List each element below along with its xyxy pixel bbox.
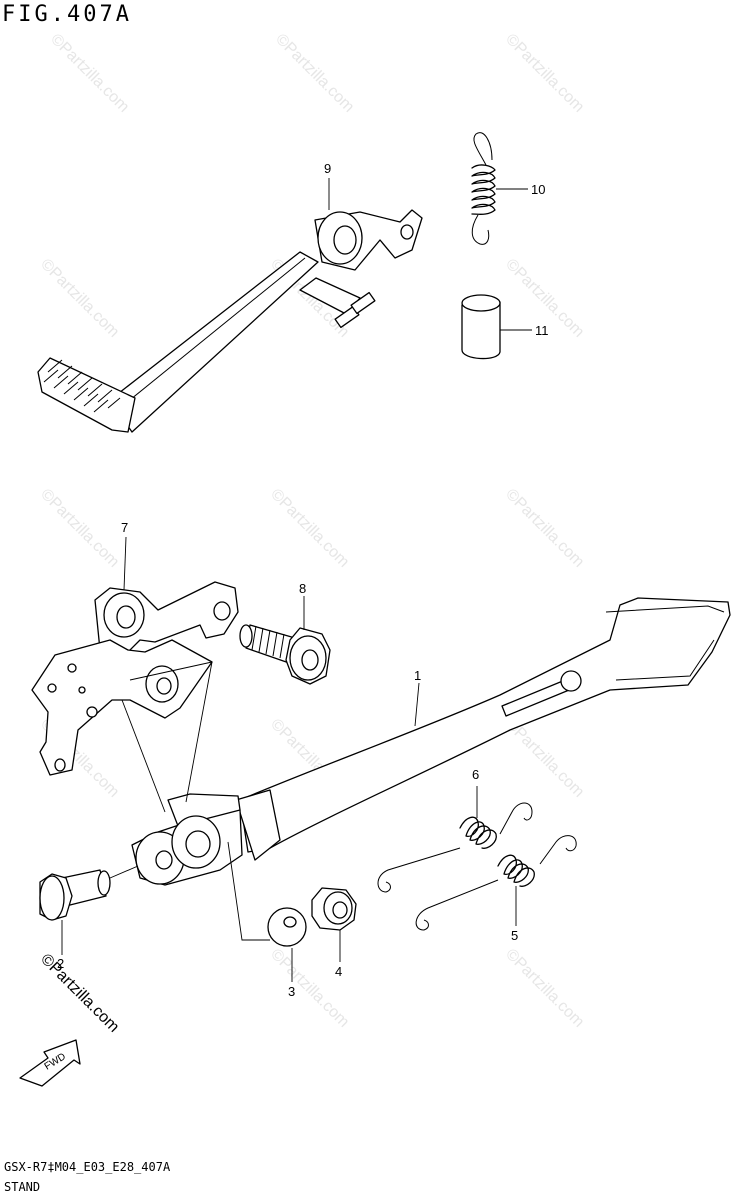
watermark: ©Partzilla.com	[502, 946, 587, 1031]
part-3-washer	[267, 907, 307, 947]
callout-10: 10	[531, 182, 545, 197]
watermark: ©Partzilla.com	[37, 486, 122, 571]
watermark: ©Partzilla.com	[502, 486, 587, 571]
partzilla-watermark-large: ©Partzilla.com	[37, 951, 122, 1036]
part-1-side-stand	[131, 597, 731, 886]
part-4-nut	[311, 887, 357, 931]
assembly-lines	[109, 661, 270, 941]
part-8-bolt	[239, 624, 331, 685]
watermark: ©Partzilla.com	[502, 31, 587, 116]
section-name: STAND	[4, 1180, 41, 1194]
callout-8: 8	[299, 581, 306, 596]
callout-11: 11	[535, 323, 549, 338]
part-11-collar	[461, 294, 501, 360]
watermark: ©Partzilla.com	[267, 486, 352, 571]
part-2-pivot-bolt	[39, 869, 111, 921]
part-5-spring	[415, 835, 577, 931]
callout-7: 7	[121, 520, 128, 535]
watermark-layer: ©Partzilla.com ©Partzilla.com ©Partzilla…	[37, 31, 587, 1031]
watermark: ©Partzilla.com	[272, 31, 357, 116]
callout-4: 4	[335, 964, 342, 979]
model-code: GSX-R7‡M04_E03_E28_407A	[4, 1160, 171, 1174]
callout-9: 9	[324, 161, 331, 176]
figure-title: FIG.407A	[2, 2, 132, 27]
part-6-spring	[377, 802, 533, 893]
fwd-arrow: FWD	[19, 1039, 81, 1087]
callout-leaders	[61, 178, 532, 982]
watermark: ©Partzilla.com	[37, 256, 122, 341]
callout-numbers: 1 2 3 4 5 6 7 8 9 10 11	[57, 161, 549, 999]
part-9-pedal-lever	[37, 209, 423, 433]
part-10-spring	[471, 132, 496, 245]
callout-2: 2	[57, 956, 64, 971]
callout-1: 1	[414, 668, 421, 683]
callout-3: 3	[288, 984, 295, 999]
callout-6: 6	[472, 767, 479, 782]
watermark: ©Partzilla.com	[47, 31, 132, 116]
watermark: ©Partzilla.com	[267, 946, 352, 1031]
part-7-bracket	[31, 581, 239, 776]
callout-5: 5	[511, 928, 518, 943]
